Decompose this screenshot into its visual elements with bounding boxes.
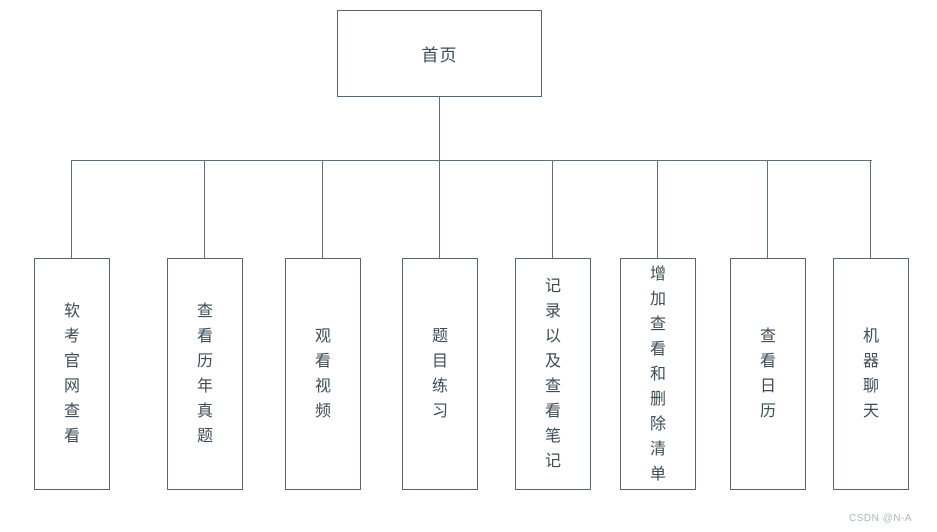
node-home-label: 首页 <box>421 46 458 65</box>
connector-drop-4 <box>439 160 440 258</box>
node-label: 软考官网查看 <box>63 303 80 445</box>
node-label: 记录以及查看笔记 <box>544 278 561 470</box>
csdn-watermark: CSDN @N-A <box>849 513 912 524</box>
connector-drop-5 <box>552 160 553 258</box>
node-view-calendar: 查看日历 <box>730 258 806 490</box>
connector-drop-2 <box>204 160 205 258</box>
node-label: 观看视频 <box>314 328 331 420</box>
node-view-past-exam-papers: 查看历年真题 <box>167 258 243 490</box>
connector-drop-1 <box>71 160 72 258</box>
connector-drop-3 <box>322 160 323 258</box>
connector-drop-7 <box>767 160 768 258</box>
node-label: 题目练习 <box>431 328 448 420</box>
node-label: 查看历年真题 <box>196 303 213 445</box>
node-home: 首页 <box>337 10 542 97</box>
node-label: 机器聊天 <box>862 328 879 420</box>
node-watch-videos: 观看视频 <box>285 258 361 490</box>
node-label: 增加查看和删除清单 <box>649 265 666 483</box>
node-robot-chat: 机器聊天 <box>833 258 909 490</box>
connector-drop-6 <box>657 160 658 258</box>
node-label: 查看日历 <box>759 328 776 420</box>
connector-root-stem <box>439 97 440 160</box>
node-softexam-official-site: 软考官网查看 <box>34 258 110 490</box>
node-add-view-delete-checklist: 增加查看和删除清单 <box>620 258 696 490</box>
connector-horizontal-rail <box>71 160 872 161</box>
connector-drop-8 <box>870 160 871 258</box>
node-record-view-notes: 记录以及查看笔记 <box>515 258 591 490</box>
node-question-practice: 题目练习 <box>402 258 478 490</box>
